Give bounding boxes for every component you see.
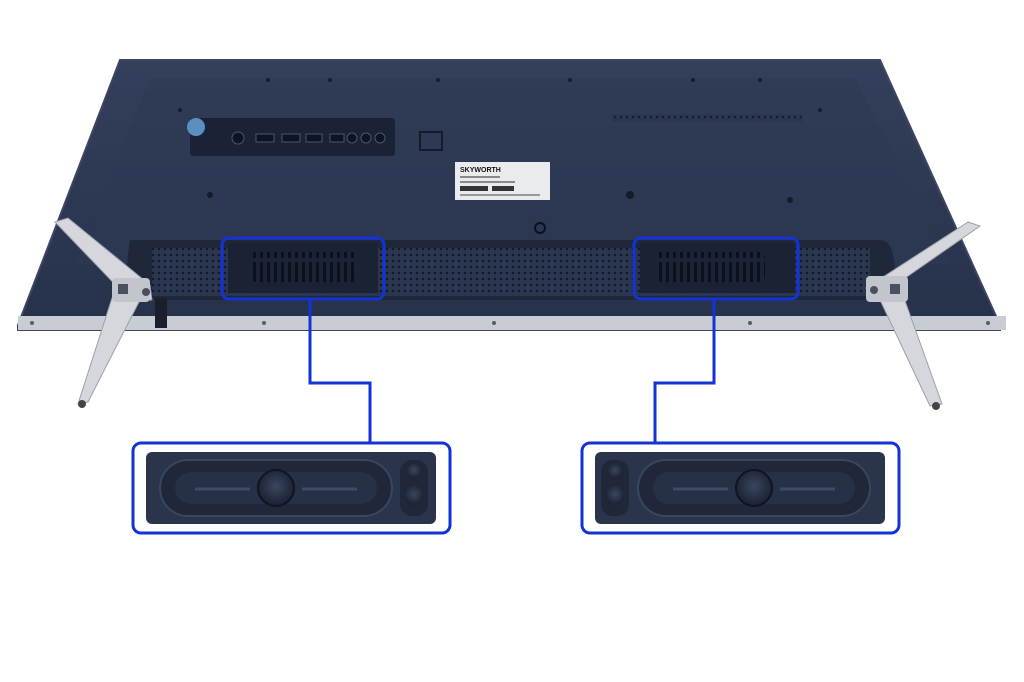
connector-panel <box>187 118 443 156</box>
left-speaker-callout <box>131 441 452 535</box>
product-label-sticker: SKYWORTH <box>455 162 550 200</box>
right-speaker-module <box>595 452 885 524</box>
right-callout-line <box>653 299 716 443</box>
right-stand <box>865 221 982 410</box>
right-speaker-opening <box>640 243 795 293</box>
left-stand <box>54 217 167 408</box>
left-speaker-opening <box>228 243 378 293</box>
left-tweeter-icon <box>406 463 422 479</box>
right-woofer-cone-icon <box>735 469 773 507</box>
right-tweeter-icon <box>607 463 623 479</box>
right-speaker-highlight <box>632 236 800 301</box>
right-speaker-callout <box>580 441 901 535</box>
brand-label: SKYWORTH <box>460 167 501 174</box>
left-woofer-cone-icon <box>257 469 295 507</box>
left-callout-line <box>308 299 372 443</box>
left-speaker-highlight <box>220 236 386 301</box>
tv-bottom-edge <box>18 316 1006 330</box>
left-speaker-module <box>146 452 436 524</box>
